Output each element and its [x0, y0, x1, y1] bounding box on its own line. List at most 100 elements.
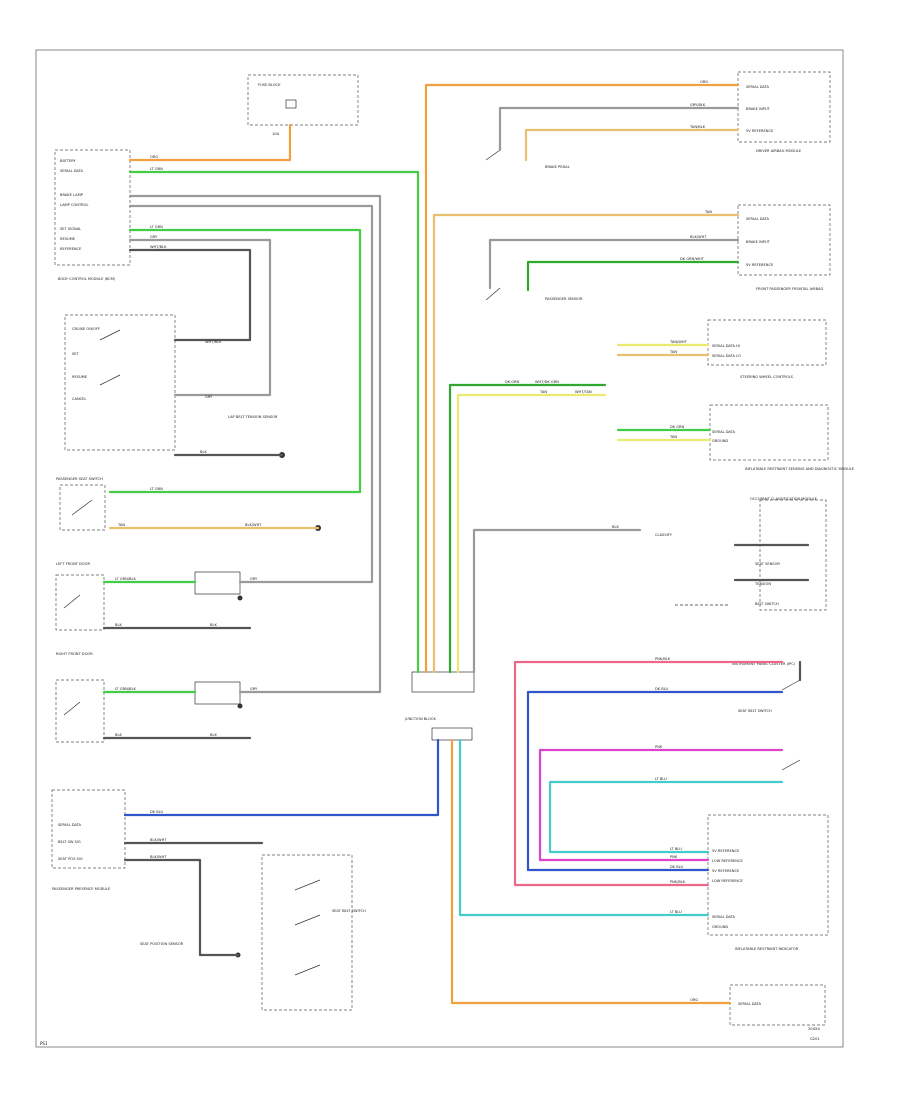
front-passenger-frontal-airbag: SERIAL DATA BRAKE INPUT 5V REFERENCE FRO…	[485, 204, 831, 301]
irs-label: INFLATABLE RESTRAINT SENSING AND DIAGNOS…	[745, 467, 855, 471]
svg-text:SERIAL DATA LO: SERIAL DATA LO	[712, 354, 741, 358]
svg-text:DK GRN: DK GRN	[670, 425, 685, 429]
svg-text:BLK: BLK	[115, 623, 122, 627]
seat-position-label: SEAT POSITION SENSOR	[140, 942, 184, 946]
bcm-label: BODY CONTROL MODULE (BCM)	[58, 277, 116, 281]
svg-text:GROUND: GROUND	[712, 925, 728, 929]
svg-text:BLK/WHT: BLK/WHT	[150, 838, 167, 842]
wire-gray-driver	[498, 106, 740, 152]
svg-text:BRAKE INPUT: BRAKE INPUT	[746, 240, 771, 244]
svg-text:CANCEL: CANCEL	[72, 397, 86, 401]
svg-text:ORG: ORG	[700, 80, 708, 84]
svg-text:BATTERY: BATTERY	[60, 159, 77, 163]
passenger-seat-label: PASSENGER SEAT SWITCH	[56, 477, 103, 481]
svg-text:SERIAL DATA: SERIAL DATA	[58, 823, 82, 827]
svg-text:BLK: BLK	[612, 525, 619, 529]
junction-block-label: JUNCTION BLOCK	[404, 717, 436, 721]
svg-text:BLK: BLK	[210, 623, 217, 627]
svg-text:RESUME: RESUME	[60, 237, 76, 241]
instrument-panel-cluster: INSTRUMENT PANEL CLUSTER (IPC) SEAT BELT…	[732, 662, 801, 771]
svg-text:LT BLU: LT BLU	[670, 910, 682, 914]
svg-text:LT GRN: LT GRN	[150, 487, 163, 491]
svg-text:GRY: GRY	[250, 687, 258, 691]
svg-text:LT BLU: LT BLU	[655, 777, 667, 781]
wire-blue-serial	[123, 738, 440, 817]
svg-text:BLK: BLK	[115, 733, 122, 737]
wire-gray-1	[128, 194, 382, 694]
svg-text:BRAKE INPUT: BRAKE INPUT	[746, 107, 771, 111]
footer-right: 20XXX	[808, 1027, 820, 1031]
occupant-classification-module: CLASSIFY SEAT SENSOR TENSION BELT SWITCH…	[655, 497, 827, 611]
svg-text:WHT/DK GRN: WHT/DK GRN	[535, 380, 559, 384]
svg-text:LT GRN/BLK: LT GRN/BLK	[115, 687, 136, 691]
driver-airbag-module: SERIAL DATA BRAKE INPUT 5V REFERENCE DRI…	[485, 71, 831, 169]
lap-belt-tension-sensor: LAP BELT TENSION SENSOR	[228, 415, 285, 458]
passenger-presence-label: PASSENGER PRESENCE MODULE	[52, 887, 111, 891]
svg-text:SERIAL DATA: SERIAL DATA	[746, 85, 770, 89]
svg-text:ORG: ORG	[150, 155, 158, 159]
right-front-door: RIGHT FRONT DOOR	[55, 652, 243, 743]
svg-text:5V REFERENCE: 5V REFERENCE	[746, 263, 774, 267]
svg-text:GRY: GRY	[250, 577, 258, 581]
svg-text:ORG: ORG	[690, 998, 698, 1002]
body-control-module: BATTERY SERIAL DATA BRAKE LAMP LAMP CONT…	[54, 149, 131, 281]
svg-text:SEAT POS SIG: SEAT POS SIG	[58, 857, 83, 861]
svg-text:SET: SET	[72, 352, 80, 356]
svg-text:5V REFERENCE: 5V REFERENCE	[712, 869, 740, 873]
svg-text:SERIAL DATA HI: SERIAL DATA HI	[712, 344, 740, 348]
svg-text:GRY/BLK: GRY/BLK	[690, 103, 706, 107]
indicator-label: INFLATABLE RESTRAINT INDICATOR	[735, 947, 799, 951]
svg-text:TAN/WHT: TAN/WHT	[669, 340, 688, 344]
svg-text:PNK: PNK	[670, 855, 678, 859]
wire-gray-pass	[488, 238, 740, 290]
wire-lightgreen-serial	[128, 170, 420, 674]
svg-text:WHT/TAN: WHT/TAN	[575, 390, 592, 394]
svg-text:SERIAL DATA: SERIAL DATA	[60, 169, 84, 173]
svg-text:DK BLU: DK BLU	[670, 865, 684, 869]
seat-belt-switch-label: SEAT BELT SWITCH	[738, 709, 772, 713]
svg-text:CLASSIFY: CLASSIFY	[655, 533, 673, 537]
svg-text:BLK/WHT: BLK/WHT	[690, 235, 707, 239]
wire-orange-trunk	[424, 83, 740, 674]
passenger-seat-switch: PASSENGER SEAT SWITCH	[56, 477, 321, 531]
wire-cyan-serial	[458, 738, 710, 917]
wire-magenta	[538, 748, 784, 862]
svg-text:G201: G201	[810, 1037, 820, 1041]
svg-text:DK BLU: DK BLU	[655, 687, 669, 691]
wire-pink	[513, 660, 784, 887]
wire-tags: ORG LT GRN LT GRN GRY WHT/BLK WHT/BLK GR…	[115, 80, 712, 1002]
restraint-indicator-module: 5V REFERENCE LOW REFERENCE 5V REFERENCE …	[707, 814, 829, 951]
left-front-door: LEFT FRONT DOOR	[55, 562, 243, 631]
diagram-frame	[35, 49, 844, 1048]
svg-text:TAN/BLK: TAN/BLK	[689, 125, 706, 129]
wire-blue-ipc	[526, 690, 784, 872]
svg-text:5V REFERENCE: 5V REFERENCE	[712, 849, 740, 853]
wire-orange-battery	[128, 123, 292, 162]
svg-text:REFERENCE: REFERENCE	[60, 247, 82, 251]
svg-text:LT BLU: LT BLU	[670, 847, 682, 851]
svg-text:SET SIGNAL: SET SIGNAL	[60, 227, 81, 231]
junction-block: JUNCTION BLOCK	[404, 671, 475, 741]
svg-text:BRAKE PEDAL: BRAKE PEDAL	[545, 165, 570, 169]
svg-text:PASSENGER SENSOR: PASSENGER SENSOR	[545, 297, 583, 301]
wire-yellow-sense	[456, 393, 607, 674]
bottom-right-module: SERIAL DATA G201	[729, 984, 826, 1041]
wire-lightgreen-set	[108, 228, 362, 494]
svg-text:TAN: TAN	[669, 435, 677, 439]
wire-dark-seatpos-2	[123, 858, 240, 957]
wire-cyan	[548, 780, 784, 854]
svg-text:LT GRN/BLK: LT GRN/BLK	[115, 577, 136, 581]
wire-green-sense	[448, 383, 607, 674]
svg-text:WHT/BLK: WHT/BLK	[205, 340, 222, 344]
passenger-presence-module: SERIAL DATA BELT SW SIG SEAT POS SIG PAS…	[51, 789, 126, 891]
inflatable-restraint-sensing: SERIAL DATA GROUND INFLATABLE RESTRAINT …	[709, 404, 855, 471]
wire-green-pass	[526, 260, 740, 292]
svg-text:GRY: GRY	[150, 235, 158, 239]
lf-door-label: LEFT FRONT DOOR	[56, 562, 90, 566]
svg-text:TAN: TAN	[704, 210, 712, 214]
svg-text:BLK: BLK	[210, 733, 217, 737]
swc-label: STEERING WHEEL CONTROLS	[740, 375, 794, 379]
svg-text:TAN: TAN	[117, 523, 125, 527]
wire-dark-sw	[128, 248, 252, 342]
svg-text:BLK/WHT: BLK/WHT	[150, 855, 167, 859]
